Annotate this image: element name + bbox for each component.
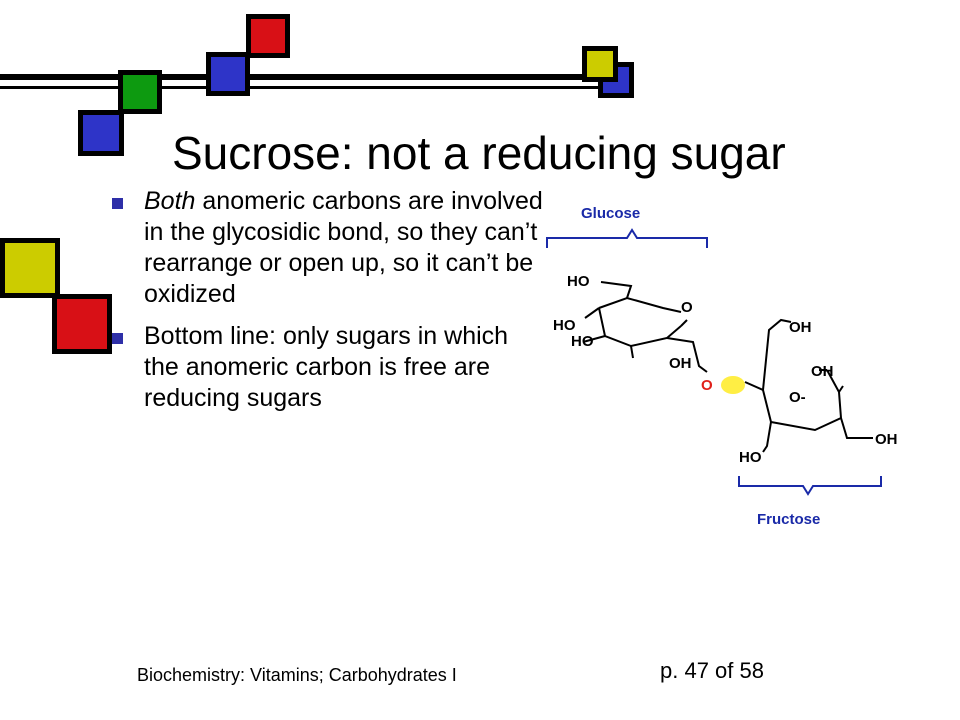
fructose-ring-o: O- [789,389,806,406]
top-rule-thin [0,86,600,89]
deco-square-green [118,70,162,114]
deco-square-red-left [52,294,112,354]
glucose-brace [546,228,708,248]
bullet-item: Both anomeric carbons are involved in th… [108,186,548,310]
bullet-text: anomeric carbons are involved in the gly… [144,187,543,308]
glucose-ho-low: HO [571,333,594,350]
fructose-oh-top: OH [789,319,812,336]
glucose-label: Glucose [581,205,640,222]
bullet-text: Bottom line: only sugars in which the an… [144,322,509,412]
deco-square-yellow-left [0,238,60,298]
footer-page-number: p. 47 of 58 [660,658,764,683]
fructose-oh-right: OH [811,363,834,380]
glycosidic-oxygen: O [701,377,713,394]
sucrose-structure-diagram: Glucose HO HO HO O OH O OH OH O- OH HO F… [546,205,898,528]
bullet-marker [112,333,123,344]
glucose-ho-top: HO [567,273,590,290]
fructose-label: Fructose [757,511,820,528]
glucose-oh: OH [669,355,692,372]
glucose-ring-o: O [681,299,693,316]
bullet-item: Bottom line: only sugars in which the an… [108,321,548,414]
bridge-highlight [721,376,745,394]
fructose-oh-bottom: OH [875,431,898,448]
fructose-ho: HO [739,449,762,466]
top-rule-thick [0,74,600,80]
glucose-ho-mid: HO [553,317,576,334]
deco-square-blue-top [206,52,250,96]
bullet-marker [112,198,123,209]
slide-title: Sucrose: not a reducing sugar [172,127,786,179]
fructose-brace [738,476,882,496]
deco-square-yellow-right [582,46,618,82]
glucose-ring [582,281,708,373]
footer-course: Biochemistry: Vitamins; Carbohydrates I [137,665,457,685]
fructose-ring [744,318,873,453]
bullet-list: Both anomeric carbons are involved in th… [108,186,548,425]
deco-square-red-top [246,14,290,58]
deco-square-blue-left [78,110,124,156]
bullet-emphasis: Both [144,187,196,215]
